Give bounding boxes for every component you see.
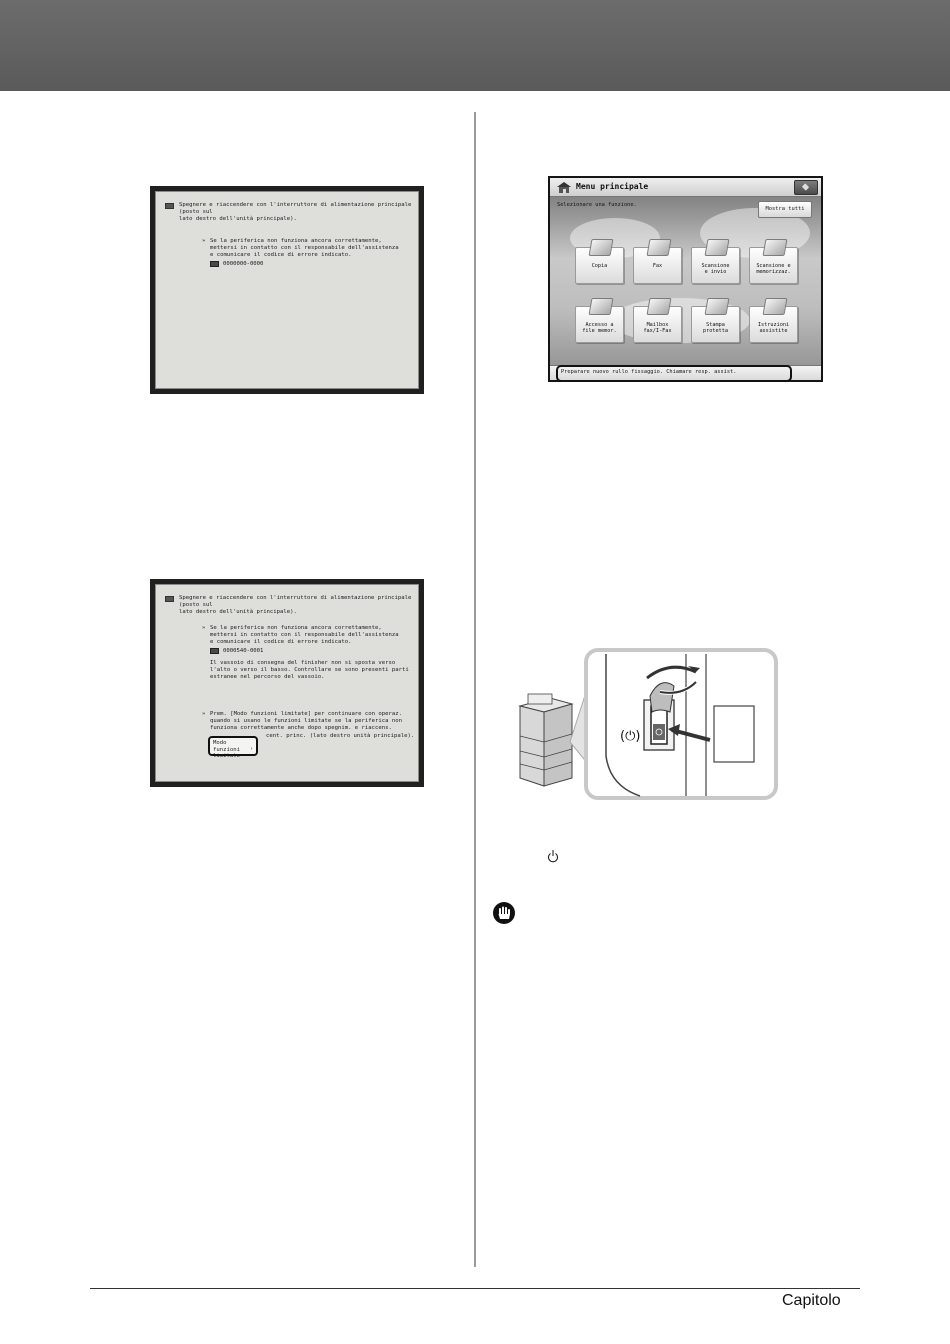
secure-print-icon xyxy=(704,298,730,315)
error-code-icon xyxy=(210,648,219,655)
secure-print-button[interactable]: Stampa protetta xyxy=(691,298,740,343)
main-menu-panel: Menu principale Selezionare una funzione… xyxy=(550,178,821,380)
function-label: Scansione e invio xyxy=(701,263,730,276)
limited-mode-info: » Prem. [Modo funzioni limitate] per con… xyxy=(202,711,420,740)
function-label: Istruzioni assistite xyxy=(757,322,790,335)
status-monitor-button[interactable] xyxy=(794,180,818,195)
warning-icon xyxy=(165,203,174,209)
error-message: Spegnere e riaccendere con l'interruttor… xyxy=(165,202,427,224)
copy-button[interactable]: Copia xyxy=(575,239,624,284)
limited-functions-mode-button[interactable]: Modo funzioni limitate › xyxy=(208,736,258,759)
finisher-message: Il vassoio di consegna del finisher non … xyxy=(210,660,420,682)
mailbox-fax-button[interactable]: Mailbox fax/I-Fax xyxy=(633,298,682,343)
fax-icon xyxy=(646,239,672,256)
detail-line: Se la periferica non funziona ancora cor… xyxy=(210,238,382,244)
detail-line: mettersi in contatto con il responsabile… xyxy=(210,245,399,252)
bullet: » xyxy=(202,625,206,631)
error-screen-1-panel: Spegnere e riaccendere con l'interruttor… xyxy=(155,191,419,389)
bullet: » xyxy=(202,238,206,244)
show-all-button[interactable]: Mostra tutti xyxy=(758,201,812,218)
important-hand-icon xyxy=(493,902,515,924)
instructions-icon xyxy=(762,298,788,315)
error-detail: » Se la periferica non funziona ancora c… xyxy=(202,625,420,681)
detail-line: e comunicare il codice di errore indicat… xyxy=(210,639,352,646)
menu-subtitle: Selezionare una funzione. xyxy=(557,202,637,208)
function-label: Mailbox fax/I-Fax xyxy=(643,322,672,335)
finisher-line: Il vassoio di consegna del finisher non … xyxy=(210,659,396,666)
detail-line: mettersi in contatto con il responsabile… xyxy=(210,632,399,639)
fax-button[interactable]: Fax xyxy=(633,239,682,284)
error-line: Spegnere e riaccendere con l'interruttor… xyxy=(179,202,412,216)
column-divider xyxy=(474,112,476,1267)
printer-illustration xyxy=(518,693,574,787)
footer-rule xyxy=(90,1288,860,1289)
function-label: Scansione e memorizzaz. xyxy=(756,263,791,276)
header-band xyxy=(0,0,950,91)
access-stored-files-button[interactable]: Accesso a file memor. xyxy=(575,298,624,343)
mailbox-icon xyxy=(646,298,672,315)
power-icon xyxy=(548,850,558,863)
stored-files-icon xyxy=(588,298,614,315)
error-code: 0000000-0000 xyxy=(223,260,264,267)
detail-line: e comunicare il codice di errore indicat… xyxy=(210,252,352,259)
error-screen-2-panel: Spegnere e riaccendere con l'interruttor… xyxy=(155,584,419,782)
error-screen-1: Spegnere e riaccendere con l'interruttor… xyxy=(150,186,424,394)
menu-title: Menu principale xyxy=(576,182,649,191)
guided-instructions-button[interactable]: Istruzioni assistite xyxy=(749,298,798,343)
scan-and-store-button[interactable]: Scansione e memorizzaz. xyxy=(749,239,798,284)
limited-line: cent. princ. (lato destro unità principa… xyxy=(266,732,415,739)
error-detail: » Se la periferica non funziona ancora c… xyxy=(202,238,420,268)
limited-line: quando si usano le funzioni limitate se … xyxy=(210,718,402,725)
limited-btn-label: limitate xyxy=(213,753,240,760)
chevron-right-icon: › xyxy=(249,746,253,753)
error-line: lato destro dell'unità principale). xyxy=(179,609,297,616)
error-code-row: 0000540-0001 xyxy=(210,648,420,655)
error-code-row: 0000000-0000 xyxy=(210,261,420,268)
function-label: Fax xyxy=(652,263,663,269)
error-code: 0000540-0001 xyxy=(223,647,264,654)
scan-store-icon xyxy=(762,239,788,256)
status-message: Preparare nuovo rullo fissaggio. Chiamar… xyxy=(561,369,737,375)
finisher-line: estranee nel percorso del vassoio. xyxy=(210,674,325,681)
bullet: » xyxy=(202,711,206,717)
error-message: Spegnere e riaccendere con l'interruttor… xyxy=(165,595,427,617)
main-menu-screen: Menu principale Selezionare una funzione… xyxy=(548,176,823,382)
error-line: lato destro dell'unità principale). xyxy=(179,216,297,223)
footer-chapter-label: Capitolo xyxy=(782,1292,841,1309)
finisher-line: l'alto o verso il basso. Controllare se … xyxy=(210,667,409,674)
limited-btn-label: Modo funzioni xyxy=(213,740,240,753)
function-label: Accesso a file memor. xyxy=(582,322,617,335)
limited-line: Prem. [Modo funzioni limitate] per conti… xyxy=(210,711,402,717)
detail-line: Se la periferica non funziona ancora cor… xyxy=(210,625,382,631)
limited-line: funziona correttamente anche dopo spegni… xyxy=(210,725,392,732)
error-screen-2: Spegnere e riaccendere con l'interruttor… xyxy=(150,579,424,787)
scan-send-icon xyxy=(704,239,730,256)
power-switch-closeup: (⏻) xyxy=(605,654,755,797)
status-message-highlight xyxy=(556,365,792,382)
error-line: Spegnere e riaccendere con l'interruttor… xyxy=(179,595,412,609)
power-symbol-label: (⏻) xyxy=(620,729,640,744)
function-label: Copia xyxy=(591,263,608,269)
copy-icon xyxy=(588,239,614,256)
scan-and-send-button[interactable]: Scansione e invio xyxy=(691,239,740,284)
error-code-icon xyxy=(210,261,219,268)
menu-title-bar: Menu principale xyxy=(550,178,821,197)
warning-icon xyxy=(165,596,174,602)
power-switch-illustration: (⏻) xyxy=(518,648,778,800)
home-icon[interactable] xyxy=(556,181,572,193)
function-label: Stampa protetta xyxy=(703,322,728,335)
